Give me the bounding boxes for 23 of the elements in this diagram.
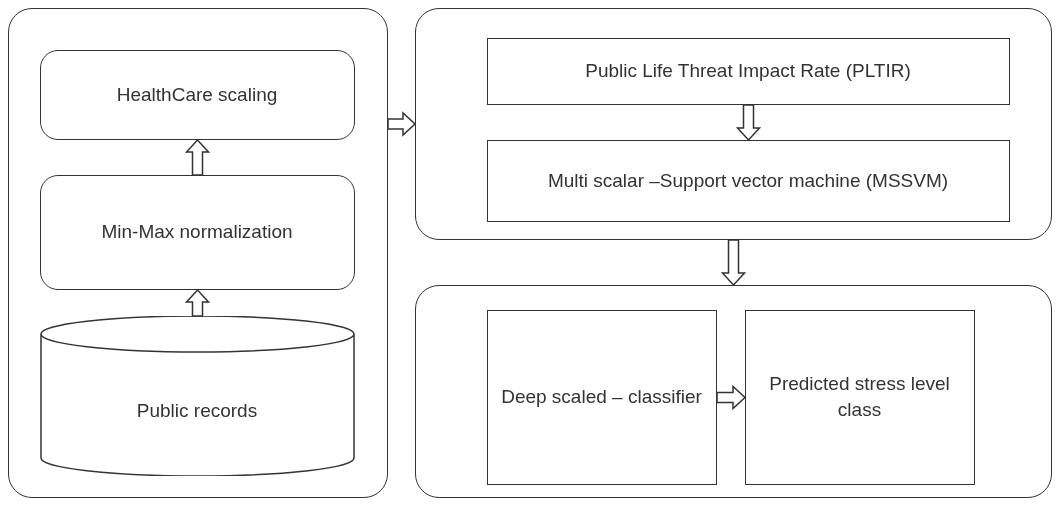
node-label: Multi scalar –Support vector machine (MSSVM) (546, 168, 950, 193)
node-label: Deep scaled – classifier (500, 385, 703, 410)
process-box (486, 309, 717, 485)
process-box (486, 139, 1010, 222)
block-arrow (184, 288, 211, 317)
node-label: Min-Max normalization (100, 220, 294, 245)
block-arrow (716, 384, 747, 411)
database-cylinder (39, 315, 355, 476)
panel (8, 8, 388, 498)
panel (415, 8, 1052, 240)
block-arrow (184, 138, 211, 176)
block-arrow (387, 111, 417, 137)
process-box (486, 37, 1010, 105)
process-box (39, 174, 355, 290)
process-box (744, 309, 975, 485)
node-label: Public records (135, 398, 259, 423)
node-label: Public Life Threat Impact Rate (PLTIR) (584, 59, 912, 84)
panel (415, 285, 1052, 498)
node-label: Predicted stress level class (768, 372, 951, 422)
process-box (39, 49, 355, 140)
block-arrow (720, 239, 747, 287)
node-label: HealthCare scaling (115, 82, 279, 107)
block-arrow (735, 104, 762, 142)
